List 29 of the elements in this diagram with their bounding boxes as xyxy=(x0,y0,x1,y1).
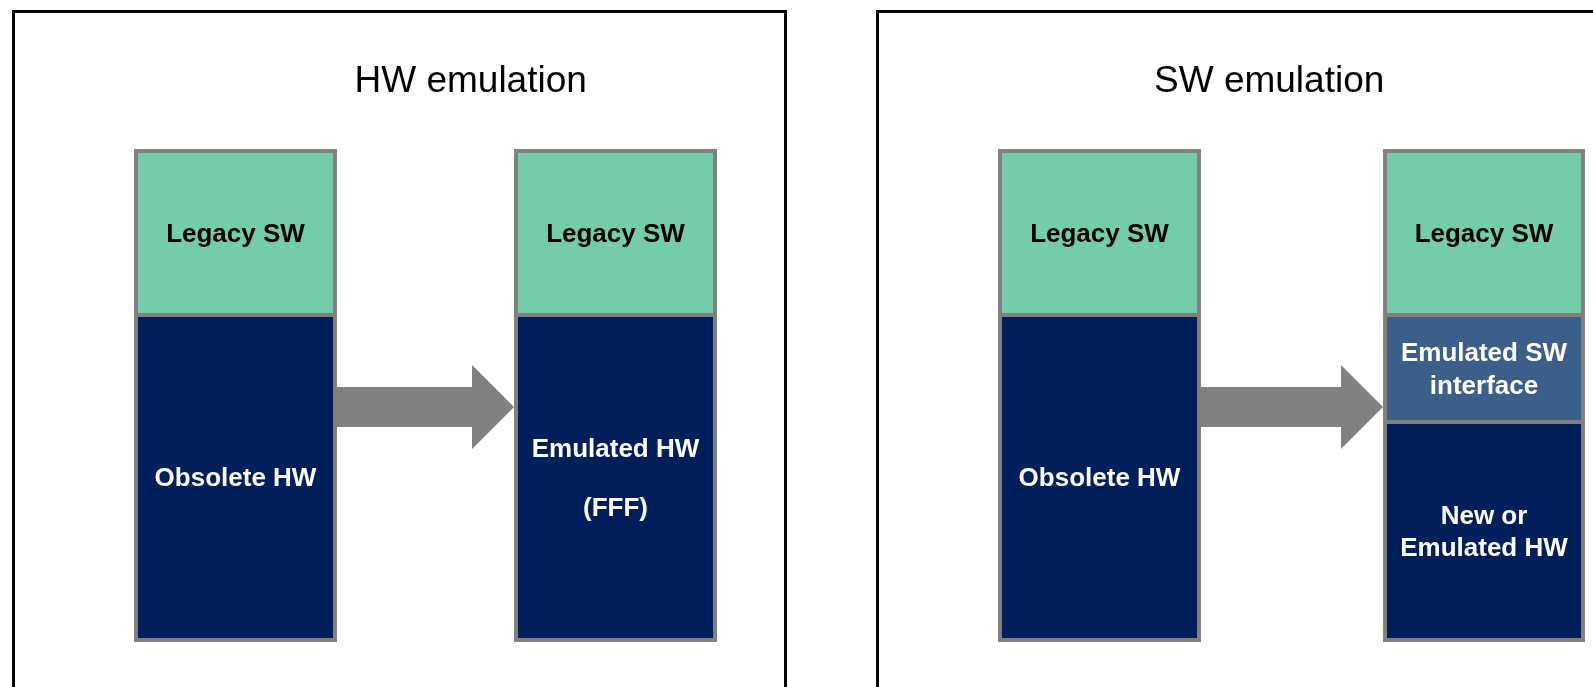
layer-stack xyxy=(1383,149,1585,642)
layer-label: Emulated SW interface xyxy=(1399,336,1569,401)
panel-title: HW emulation xyxy=(354,59,587,101)
layer-box xyxy=(518,153,713,313)
panel-frame xyxy=(12,10,787,687)
layer-box xyxy=(1387,317,1581,420)
layer-label: Legacy SW xyxy=(1030,216,1169,250)
layer-label: (FFF) xyxy=(583,490,648,523)
layer-label: Obsolete HW xyxy=(154,461,317,494)
layer-stack xyxy=(134,149,337,642)
panel-frame xyxy=(876,10,1593,687)
block-arrow xyxy=(1201,365,1383,449)
layer-stack xyxy=(514,149,717,642)
layer-box xyxy=(1002,317,1197,638)
layer-box xyxy=(1002,153,1197,313)
layer-label: New or Emulated HW xyxy=(1399,498,1569,564)
layer-stack xyxy=(998,149,1201,642)
block-arrow xyxy=(337,365,514,449)
layer-label: Legacy SW xyxy=(546,216,685,250)
panel-title: SW emulation xyxy=(1154,59,1385,101)
layer-box xyxy=(138,153,333,313)
layer-box xyxy=(1387,424,1581,638)
layer-label: Legacy SW xyxy=(1414,216,1554,250)
layer-box xyxy=(1387,153,1581,313)
layer-label: Emulated HW xyxy=(531,432,700,465)
layer-box xyxy=(518,317,713,638)
layer-box xyxy=(138,317,333,638)
layer-label: Legacy SW xyxy=(166,216,305,250)
layer-label: Obsolete HW xyxy=(1018,461,1181,494)
